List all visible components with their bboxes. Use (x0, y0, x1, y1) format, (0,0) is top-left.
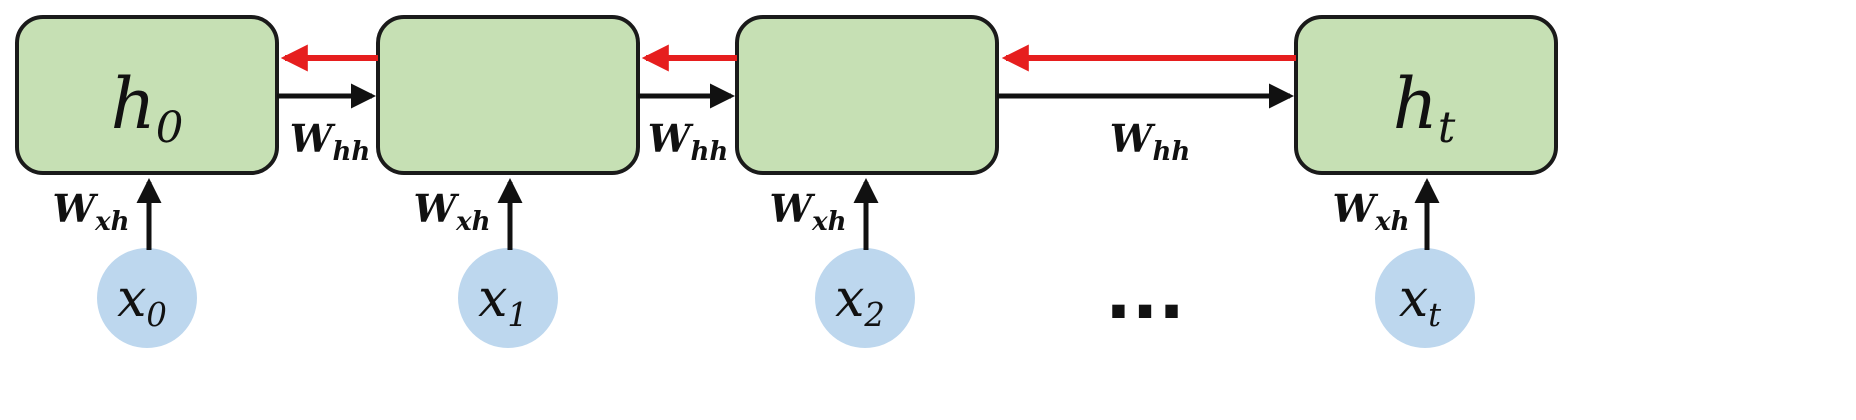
input-weight-label-0: Wxh (52, 186, 129, 237)
hidden-cell-1 (376, 15, 640, 175)
input-label-0: x0 (117, 269, 167, 334)
input-weight-label-t: Wxh (1332, 186, 1409, 237)
input-node-0 (97, 248, 197, 348)
recurrent-weight-label-3: Whh (1110, 116, 1191, 167)
recurrent-weight-label-1: Whh (290, 116, 371, 167)
hidden-cell-2 (735, 15, 999, 175)
recurrent-weight-label-2: Whh (648, 116, 729, 167)
hidden-state-label-0: h0 (111, 63, 184, 153)
input-label-t: xt (1399, 269, 1441, 334)
hidden-cell-t (1294, 15, 1558, 175)
sequence-ellipsis: ... (1105, 253, 1185, 335)
input-weight-label-1: Wxh (413, 186, 490, 237)
input-weight-label-2: Wxh (769, 186, 846, 237)
input-node-1 (458, 248, 558, 348)
input-node-t (1375, 248, 1475, 348)
input-label-2: x2 (835, 269, 885, 334)
input-node-2 (815, 248, 915, 348)
input-label-1: x1 (478, 269, 528, 334)
hidden-state-label-t: ht (1393, 63, 1456, 153)
